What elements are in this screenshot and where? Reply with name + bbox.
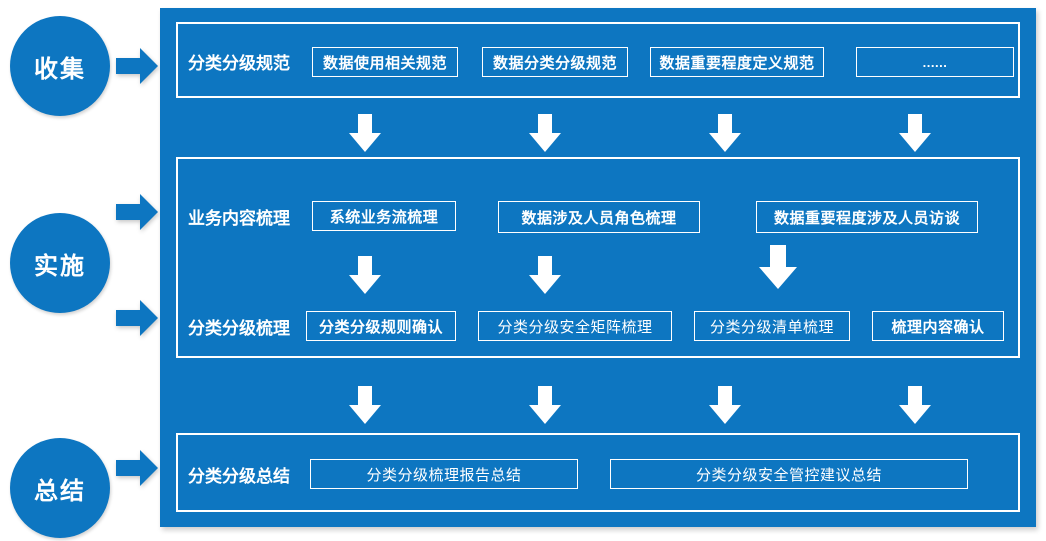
chip-classify-3[interactable]: 梳理内容确认: [872, 311, 1004, 341]
row-label-classify: 分类分级梳理: [188, 318, 290, 338]
row-label-conclusion: 分类分级总结: [188, 466, 290, 486]
arrow-right-icon-implement-lower: [116, 298, 158, 338]
arrow-down-icon-spec-1: [529, 114, 561, 152]
group-box-conclusion: [176, 433, 1020, 512]
group-box-implementation: [176, 157, 1020, 358]
chip-spec-2[interactable]: 数据重要程度定义规范: [650, 47, 824, 77]
stage-circle-implement: 实施: [10, 213, 110, 313]
arrow-right-icon-collect: [116, 46, 158, 86]
arrow-right-icon-summary: [116, 448, 158, 488]
arrow-down-icon-spec-3: [899, 114, 931, 152]
arrow-down-icon-classify-3: [899, 386, 931, 424]
chip-classify-1[interactable]: 分类分级安全矩阵梳理: [478, 311, 672, 341]
chip-classify-0[interactable]: 分类分级规则确认: [306, 311, 456, 341]
chip-spec-3[interactable]: ......: [856, 47, 1014, 77]
chip-conclusion-1[interactable]: 分类分级安全管控建议总结: [610, 459, 968, 489]
arrow-down-icon-spec-2: [709, 114, 741, 152]
stage-circle-collect-label: 收集: [34, 55, 86, 83]
stage-circle-collect: 收集: [10, 16, 110, 116]
stage-circle-implement-label: 实施: [34, 252, 86, 280]
group-box-spec: [176, 22, 1020, 98]
row-label-spec: 分类分级规范: [188, 53, 290, 73]
arrow-down-icon-business-0: [349, 256, 381, 294]
row-label-business: 业务内容梳理: [188, 208, 290, 228]
chip-conclusion-0[interactable]: 分类分级梳理报告总结: [310, 459, 578, 489]
chip-spec-0[interactable]: 数据使用相关规范: [312, 47, 458, 77]
chip-business-1[interactable]: 数据涉及人员角色梳理: [498, 201, 700, 233]
arrow-down-icon-classify-0: [349, 386, 381, 424]
chip-classify-2[interactable]: 分类分级清单梳理: [694, 311, 850, 341]
arrow-down-icon-business-1: [529, 256, 561, 294]
arrow-right-icon-implement-upper: [116, 192, 158, 232]
arrow-down-icon-classify-2: [709, 386, 741, 424]
arrow-down-icon-spec-0: [349, 114, 381, 152]
arrow-down-icon-business-2: [759, 245, 797, 289]
chip-business-2[interactable]: 数据重要程度涉及人员访谈: [756, 201, 978, 233]
chip-business-0[interactable]: 系统业务流梳理: [312, 201, 456, 231]
process-panel: 分类分级规范 数据使用相关规范 数据分类分级规范 数据重要程度定义规范 ....…: [160, 8, 1036, 527]
arrow-down-icon-classify-1: [529, 386, 561, 424]
chip-spec-1[interactable]: 数据分类分级规范: [482, 47, 628, 77]
stage-circle-summary: 总结: [10, 438, 110, 538]
stage-circle-summary-label: 总结: [34, 477, 86, 505]
